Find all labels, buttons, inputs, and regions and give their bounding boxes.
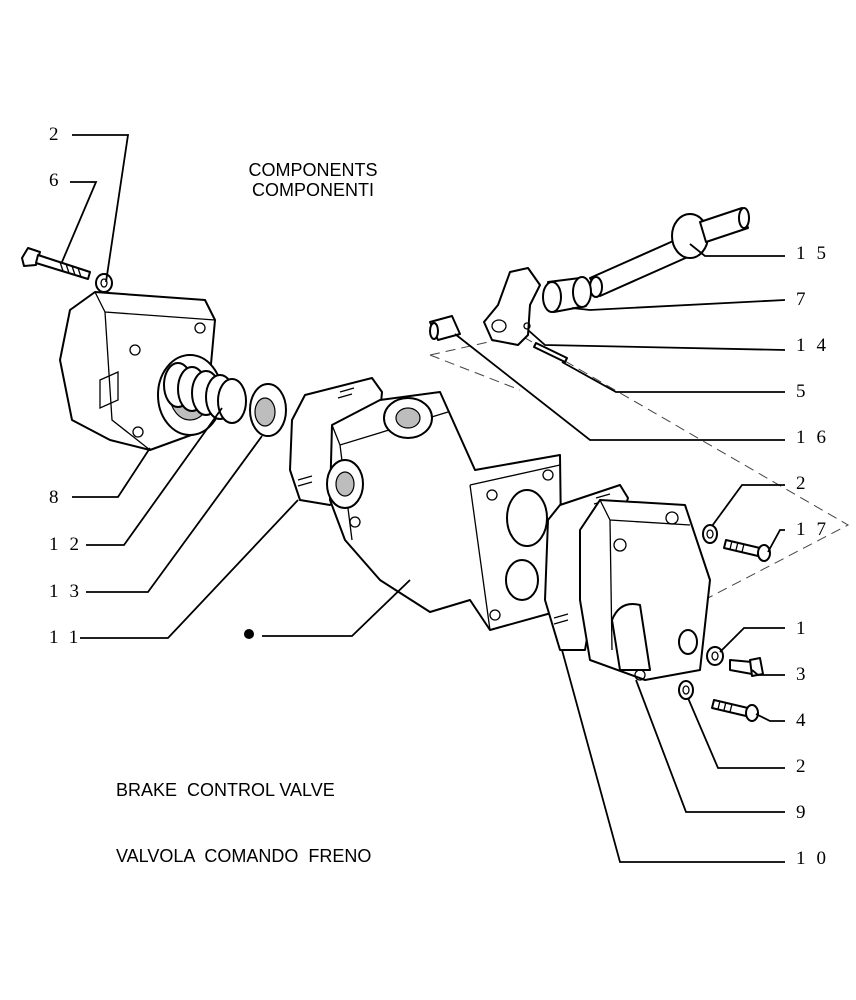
part-screw-17 [723,539,771,562]
components-title-en: COMPONENTS [248,160,378,180]
callout-4: 4 [796,710,817,731]
callout-6: 6 [49,170,70,191]
part-cover-9 [579,499,711,681]
part-washer-2-lower [678,680,694,700]
callout-5: 5 [796,381,817,402]
components-title: COMPONENTS COMPONENTI [228,160,398,200]
callout-2-lower: 2 [796,756,817,777]
part-spring-12 [163,362,247,424]
part-washer-1 [706,646,724,666]
callout-9: 9 [796,802,817,823]
part-valve-body [326,391,563,631]
callout-10: 10 [796,848,837,869]
callout-16: 16 [796,427,837,448]
part-lever-14 [483,267,541,346]
assembly-guide-line [429,334,850,599]
callout-numbers: 2 6 8 12 13 11 15 7 14 5 16 2 17 1 3 4 2… [49,124,837,869]
callout-14: 14 [796,335,837,356]
part-seat-13 [249,383,287,437]
part-washer-2-top [95,273,113,293]
callout-15: 15 [796,243,837,264]
callout-2-right: 2 [796,473,817,494]
part-washer-2-right [702,524,718,544]
callout-17: 17 [796,519,837,540]
part-screw-4 [711,699,759,722]
part-key-16 [429,315,461,341]
callout-1: 1 [796,618,817,639]
part-bolt-6 [21,247,91,280]
part-pin-5 [533,342,568,363]
callout-3: 3 [796,664,817,685]
components-title-it: COMPONENTI [251,180,374,200]
callout-2-top: 2 [49,124,70,145]
callout-7: 7 [796,289,817,310]
caption-en: BRAKE CONTROL VALVE [116,780,335,800]
leader-lines [61,134,786,863]
bullet-dot [244,629,254,639]
callout-11: 11 [49,627,89,648]
caption-it: VALVOLA COMANDO FRENO [116,846,372,866]
callout-13: 13 [49,581,90,602]
part-bolt-3 [729,657,764,677]
part-bush-7 [542,276,592,313]
part-shaft-15 [589,207,750,298]
callout-12: 12 [49,534,90,555]
diagram-caption: BRAKE CONTROL VALVE VALVOLA COMANDO FREN… [116,735,371,911]
callout-8: 8 [49,487,70,508]
